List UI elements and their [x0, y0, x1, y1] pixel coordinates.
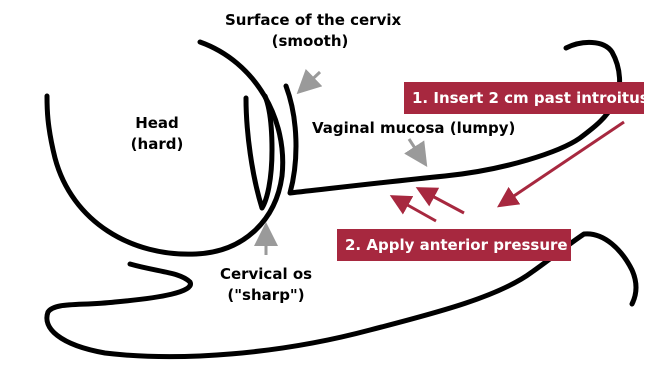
head-label-line2: (hard) [118, 134, 196, 155]
pressure-arrow-1 [421, 190, 464, 213]
cervix-outline [246, 96, 272, 208]
mucosa-label: Vaginal mucosa (lumpy) [312, 118, 515, 139]
surface-label-line2: (smooth) [225, 31, 395, 52]
surface-label: Surface of the cervix (smooth) [225, 10, 395, 52]
mucosa-label-text: Vaginal mucosa (lumpy) [312, 119, 515, 137]
os-label: Cervical os ("sharp") [210, 264, 322, 306]
surface-pointer-arrow [301, 72, 320, 90]
step1-callout: 1. Insert 2 cm past introitus [404, 82, 644, 114]
pressure-arrow-2 [395, 198, 436, 221]
surface-label-line1: Surface of the cervix [225, 10, 395, 31]
mucosa-pointer-arrow [409, 139, 424, 162]
os-label-line1: Cervical os [210, 264, 322, 285]
step2-callout: 2. Apply anterior pressure [337, 229, 571, 261]
os-label-line2: ("sharp") [210, 285, 322, 306]
head-label-line1: Head [118, 113, 196, 134]
head-label: Head (hard) [118, 113, 196, 155]
